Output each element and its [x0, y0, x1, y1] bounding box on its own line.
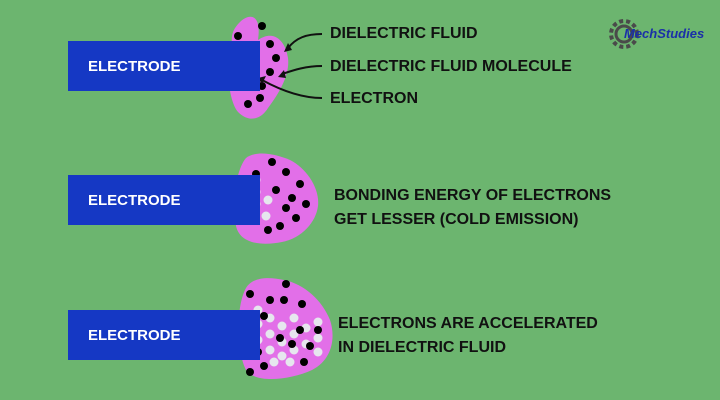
annotation-arrows — [261, 33, 323, 99]
fluid-molecule — [285, 357, 295, 367]
electron — [260, 312, 268, 320]
electron — [244, 100, 252, 108]
electron — [282, 280, 290, 288]
fluid-molecule — [261, 211, 271, 221]
electron — [272, 186, 280, 194]
electron — [264, 226, 272, 234]
electron — [296, 180, 304, 188]
fluid-molecule — [277, 351, 287, 361]
electron — [234, 32, 242, 40]
electron — [314, 326, 322, 334]
caption-stage-3-line-2: IN DIELECTRIC FLUID — [338, 339, 506, 356]
annotation-arrowheads — [258, 43, 292, 84]
electron — [260, 362, 268, 370]
electrode-3: ELECTRODE — [68, 310, 260, 360]
caption-stage-2-line-1: BONDING ENERGY OF ELECTRONS — [334, 187, 612, 204]
electrode-1: ELECTRODE — [68, 41, 260, 91]
electron — [272, 54, 280, 62]
label-electron: ELECTRON — [330, 90, 418, 107]
electron — [266, 40, 274, 48]
electron — [302, 200, 310, 208]
fluid-molecule — [265, 345, 275, 355]
electrode-label-2: ELECTRODE — [88, 191, 181, 209]
electron — [288, 340, 296, 348]
electrode-2: ELECTRODE — [68, 175, 260, 225]
fluid-molecule — [277, 321, 287, 331]
electron — [282, 204, 290, 212]
arrowhead-dielectric-fluid — [284, 43, 292, 52]
logo-text: MechStudies — [624, 26, 705, 41]
caption-stage-3-line-1: ELECTRONS ARE ACCELERATED — [338, 315, 598, 332]
fluid-molecule — [269, 357, 279, 367]
fluid-molecule — [265, 329, 275, 339]
gear-icon — [609, 19, 639, 49]
electron — [258, 82, 266, 90]
electron — [268, 158, 276, 166]
electron — [266, 68, 274, 76]
label-dielectric-fluid-molecule: DIELECTRIC FLUID MOLECULE — [330, 58, 572, 75]
electron — [292, 214, 300, 222]
electron — [282, 168, 290, 176]
label-dielectric-fluid: DIELECTRIC FLUID — [330, 25, 478, 42]
electron — [276, 222, 284, 230]
fluid-molecule — [289, 329, 299, 339]
electrode-label-1: ELECTRODE — [88, 57, 181, 75]
electron — [258, 22, 266, 30]
electron — [266, 296, 274, 304]
electron — [300, 358, 308, 366]
electrode-label-3: ELECTRODE — [88, 326, 181, 344]
arrow-dielectric-fluid-molecule — [281, 65, 323, 75]
electron — [246, 368, 254, 376]
electron — [276, 334, 284, 342]
electron — [246, 290, 254, 298]
fluid-molecule — [313, 317, 323, 327]
fluid-molecule — [263, 195, 273, 205]
electron — [298, 300, 306, 308]
fluid-molecule — [313, 333, 323, 343]
electron — [296, 326, 304, 334]
fluid-molecule — [289, 313, 299, 323]
fluid-molecule — [313, 347, 323, 357]
arrow-electron — [261, 79, 323, 99]
electron — [306, 342, 314, 350]
arrowhead-electron — [258, 76, 266, 84]
arrow-dielectric-fluid — [287, 33, 323, 49]
arrowhead-dielectric-fluid-molecule — [278, 70, 286, 78]
caption-stage-2-line-2: GET LESSER (COLD EMISSION) — [334, 211, 579, 228]
electron — [256, 94, 264, 102]
electron — [280, 296, 288, 304]
electron — [288, 194, 296, 202]
